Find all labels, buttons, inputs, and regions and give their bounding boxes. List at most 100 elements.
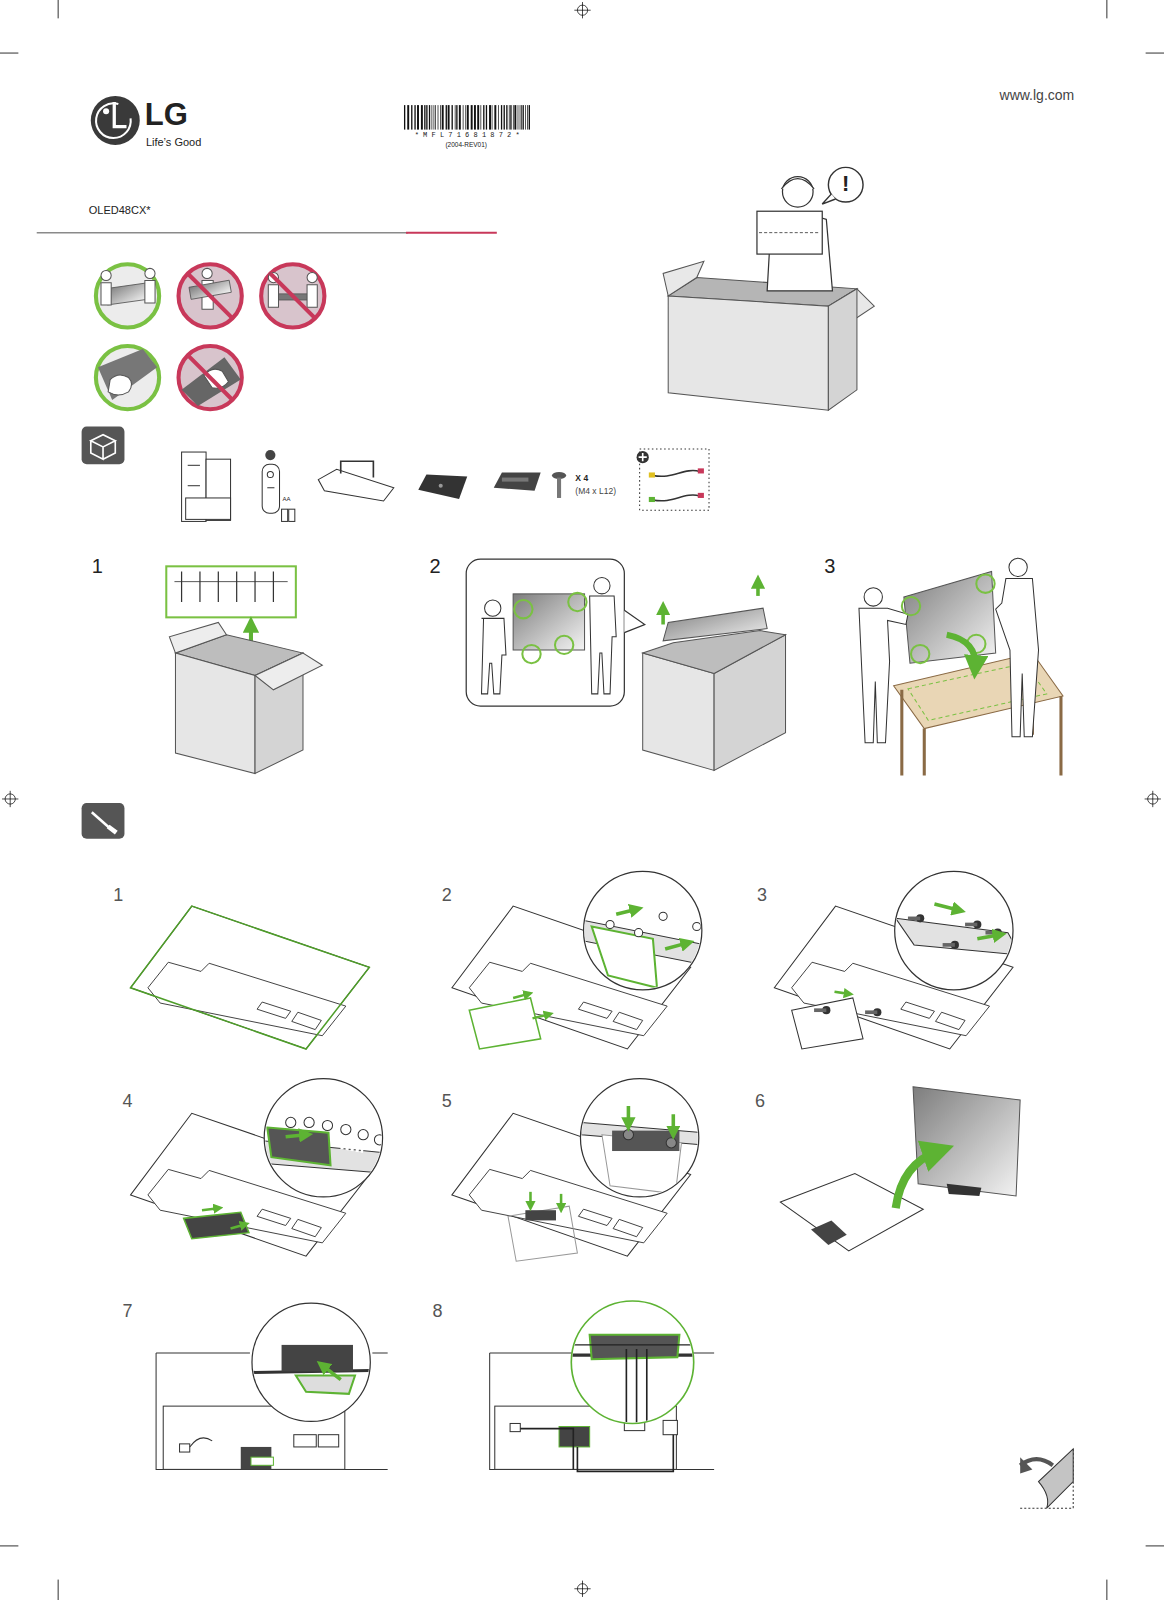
parts-list <box>557 478 561 498</box>
barcode-bar <box>506 105 507 129</box>
barcode-bar <box>426 105 427 129</box>
barcode-bar <box>471 105 473 129</box>
header-rule <box>37 232 497 233</box>
panel-shape <box>732 1080 1073 1266</box>
assembly-step-2 <box>606 920 614 928</box>
assembly-step-7 <box>156 1303 388 1469</box>
assembly-step-7 <box>296 1376 355 1394</box>
assembly-step-4 <box>264 1079 382 1197</box>
unbox-step-3 <box>1009 558 1027 576</box>
unbox-step-3 <box>859 558 1063 775</box>
crop-marks <box>58 1580 59 1600</box>
handling-icons <box>179 346 242 409</box>
barcode-bar <box>527 105 529 129</box>
handling-icons <box>96 264 159 327</box>
battery-label: AA <box>283 496 291 502</box>
step-number: 6 <box>755 1092 765 1110</box>
panel-shape <box>410 1291 763 1480</box>
lg-logo <box>114 102 126 126</box>
assembly-step-2 <box>584 909 706 988</box>
crop-marks <box>1146 53 1164 54</box>
header-rule <box>37 232 408 234</box>
assembly-step-7 <box>322 1365 340 1379</box>
assembly-step-4 <box>286 1117 296 1127</box>
barcode-bar <box>529 105 530 129</box>
panel-shape <box>89 1080 441 1266</box>
unbox-step-2 <box>466 559 785 770</box>
barcode-bar <box>512 105 514 129</box>
section-icons <box>82 427 125 465</box>
assembly-step-3 <box>908 914 924 922</box>
step-number: 3 <box>757 886 767 904</box>
barcode-bar <box>456 105 457 129</box>
assembly-step-2 <box>659 912 667 920</box>
handling-icons <box>307 285 317 307</box>
unbox-step-1 <box>166 566 296 617</box>
assembly-step-2 <box>616 909 636 914</box>
parts-list <box>698 493 704 498</box>
parts-list <box>267 487 274 488</box>
assembly-step-1 <box>131 906 370 1049</box>
assembly-step-7 <box>180 1444 190 1452</box>
crop-marks <box>0 1545 18 1546</box>
step-number: 1 <box>113 886 123 904</box>
section-icons <box>108 827 116 833</box>
turn-page-icon <box>1039 1449 1074 1508</box>
unbox-step-2 <box>466 559 624 706</box>
barcode-bar <box>501 105 502 129</box>
parts-list <box>502 478 529 482</box>
barcode-bar <box>504 105 505 129</box>
parts-list <box>262 464 279 513</box>
unbox-step-1 <box>182 571 274 602</box>
unboxing-warning-figure <box>822 194 835 204</box>
section-icons <box>82 803 125 839</box>
assembly-step-2 <box>693 922 701 930</box>
assembly-step-4 <box>263 1117 387 1173</box>
assembly-step-6 <box>947 1184 982 1196</box>
assembly-step-7 <box>251 1457 273 1465</box>
barcode-bar <box>510 105 511 129</box>
registration-marks <box>1145 791 1161 807</box>
barcode-bar <box>452 105 453 129</box>
assembly-step-3 <box>865 1008 881 1016</box>
barcode-bar <box>521 105 523 129</box>
assembly-step-4 <box>322 1120 332 1130</box>
assembly-step-4 <box>358 1130 368 1140</box>
assembly-step-3 <box>977 935 999 939</box>
handling-icons <box>96 346 159 409</box>
parts-list <box>188 465 200 466</box>
unboxing-warning-figure <box>663 261 704 296</box>
assembly-step-5 <box>525 1210 556 1220</box>
unboxing-warning-figure <box>828 289 857 410</box>
assembly-step-4 <box>304 1117 314 1127</box>
assembly-step-5 <box>623 1130 633 1140</box>
assembly-step-5 <box>672 1114 676 1132</box>
parts-list <box>267 471 273 477</box>
parts-list <box>649 472 655 477</box>
panel-shape <box>410 1291 763 1480</box>
assembly-step-4 <box>231 1224 245 1228</box>
barcode-bar <box>414 105 415 129</box>
crop-marks <box>0 53 18 54</box>
parts-list <box>653 495 700 501</box>
assembly-step-7 <box>253 1345 372 1394</box>
barcode-bar <box>462 105 464 129</box>
barcode-bar <box>486 105 487 129</box>
barcode-bar <box>498 105 500 129</box>
turn-page-icon <box>1020 1449 1073 1508</box>
panel-shape <box>410 872 763 1059</box>
panel-shape <box>410 872 763 1059</box>
step-number: 7 <box>122 1302 132 1320</box>
parts-list <box>698 468 704 473</box>
assembly-step-8 <box>571 1344 704 1345</box>
step-panel: 1 <box>89 872 441 1059</box>
unbox-step-3 <box>904 571 996 663</box>
lg-logo <box>91 96 140 145</box>
step-panel: 3 <box>732 872 1073 1059</box>
lg-logo <box>96 103 131 138</box>
barcode-bar <box>437 105 439 129</box>
unbox-step-1 <box>175 653 255 773</box>
assembly-step-3 <box>896 918 1020 955</box>
unbox-step-2 <box>513 594 584 650</box>
